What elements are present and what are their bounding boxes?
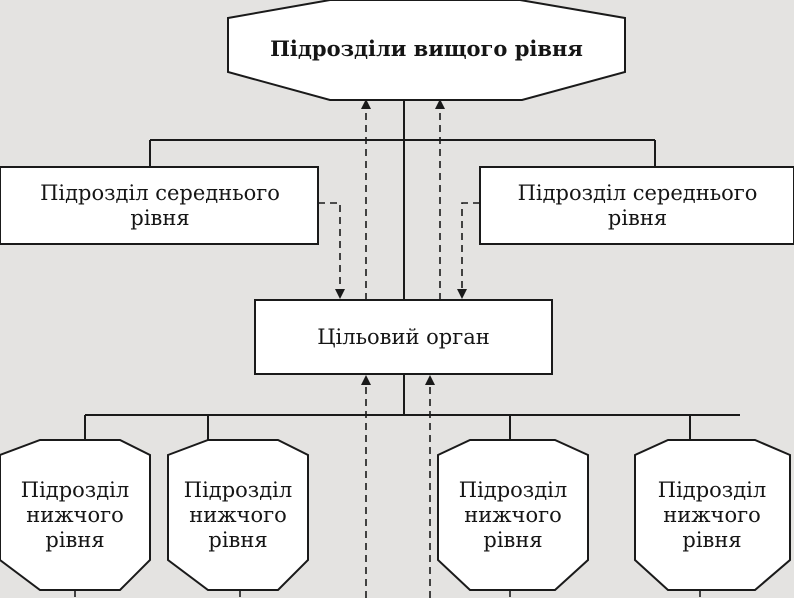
target-shape [254, 299, 553, 375]
low-3-shape [437, 439, 589, 591]
top-node-label: Підрозділи вищого рівня [270, 35, 583, 61]
low-1-node-label: Підрозділ нижчого рівня [20, 477, 130, 552]
low-1-shape [0, 439, 151, 591]
dashed-arrow-from-mid-right [457, 202, 480, 299]
low-4-shape [634, 439, 791, 591]
mid-right-node-label: Підрозділ середнього рівня [517, 181, 758, 230]
mid-left-node-label: Підрозділ середнього рівня [40, 181, 280, 230]
target-node-label: Цільовий орган [317, 324, 490, 349]
low-2-shape [167, 439, 309, 591]
dashed-arrow-from-mid-left [318, 202, 345, 299]
mid-right-shape [479, 166, 794, 245]
low-3-node-label: Підрозділ нижчого рівня [458, 477, 568, 552]
low-2-node-label: Підрозділ нижчого рівня [183, 477, 293, 552]
mid-left-shape [0, 166, 319, 245]
low-4-node-label: Підрозділ нижчого рівня [657, 477, 767, 552]
top-node-shape [227, 0, 626, 101]
